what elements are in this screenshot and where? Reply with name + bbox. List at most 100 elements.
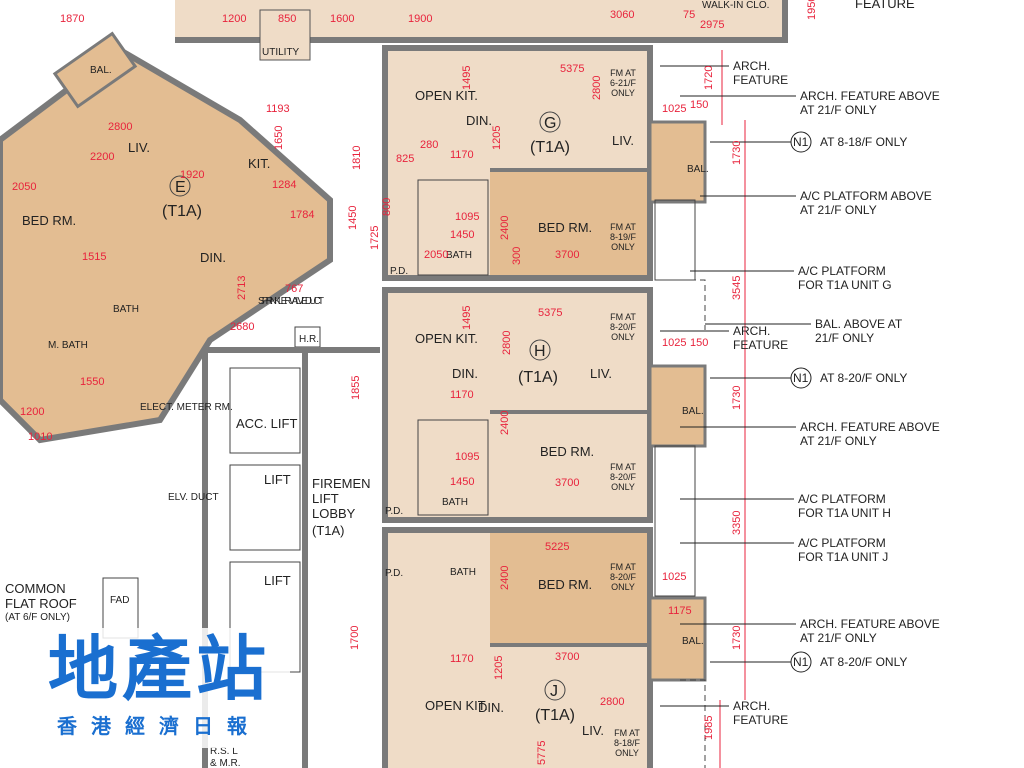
room-label: P.D. bbox=[385, 568, 403, 579]
fm-note-j-upper: FM AT 8-20/F ONLY bbox=[609, 562, 636, 592]
dimension-label: 1095 bbox=[455, 451, 479, 463]
mr-label: & M.R. bbox=[210, 758, 241, 768]
dimension-label: 2400 bbox=[499, 216, 511, 240]
dimension-label: 1095 bbox=[455, 211, 479, 223]
dimension-layer: 5375149512052800370024003001170109514508… bbox=[12, 0, 818, 765]
unit-j: OPEN KIT. DIN. LIV. BED RM. BATH P.D. BA… bbox=[382, 527, 707, 768]
room-label: OPEN KIT. bbox=[415, 88, 478, 103]
room-label: LIV. bbox=[582, 723, 604, 738]
logo-sub: 香港經濟日報 bbox=[57, 714, 261, 738]
dimension-label: 1450 bbox=[450, 229, 474, 241]
room-label: DIN. bbox=[452, 366, 478, 381]
annotation-text: ARCH.FEATURE bbox=[733, 699, 788, 727]
sprinkler-label: SPRINKLER VALVE DUCT bbox=[258, 296, 324, 307]
elect-label: ELECT. METER RM. bbox=[140, 402, 233, 413]
feature-top-label: FEATURE bbox=[855, 0, 915, 11]
roof-label: (AT 6/F ONLY) bbox=[5, 612, 70, 623]
room-label: BAL. bbox=[687, 164, 709, 175]
room-label: BATH bbox=[113, 304, 139, 315]
room-label: LIV. bbox=[128, 140, 150, 155]
dimension-label: 1205 bbox=[491, 126, 503, 150]
dimension-label: 2713 bbox=[236, 276, 248, 300]
unit-type: (T1A) bbox=[162, 203, 202, 220]
dimension-label: 2800 bbox=[600, 696, 624, 708]
room-label: LIV. bbox=[590, 366, 612, 381]
dimension-label: 767 bbox=[285, 283, 303, 295]
fm-note-h-upper: FM AT 8-20/F ONLY bbox=[609, 312, 636, 342]
dimension-label: 5375 bbox=[538, 307, 562, 319]
watermark-logo: 地產站 香港經濟日報 bbox=[28, 628, 290, 748]
dimension-label: 1170 bbox=[450, 389, 474, 401]
n1-marker-icon bbox=[790, 131, 812, 153]
acc-lift-label: ACC. LIFT bbox=[236, 416, 297, 431]
n1-marker-icon bbox=[790, 367, 812, 389]
dimension-label: 1730 bbox=[731, 626, 743, 650]
room-label: BED RM. bbox=[540, 444, 594, 459]
unit-type: (T1A) bbox=[518, 369, 558, 386]
dimension-label: 1784 bbox=[290, 209, 314, 221]
dimension-label: 1730 bbox=[731, 386, 743, 410]
dimension-label: 3350 bbox=[731, 511, 743, 535]
unit-id: J bbox=[550, 683, 558, 700]
dimension-label: 1725 bbox=[369, 226, 381, 250]
annotation-text: ARCH.FEATURE bbox=[733, 59, 788, 87]
dimension-label: 5225 bbox=[545, 541, 569, 553]
dimension-label: 1870 bbox=[60, 13, 84, 25]
fm-note-j-lower: FM AT 8-18/F ONLY bbox=[613, 728, 640, 758]
unit-type: (T1A) bbox=[535, 707, 575, 724]
annotation-text: AT 8-20/F ONLY bbox=[820, 371, 907, 385]
room-label: OPEN KIT. bbox=[415, 331, 478, 346]
fm-note-g-upper: FM AT 6-21/F ONLY bbox=[609, 68, 636, 98]
unit-type: (T1A) bbox=[530, 139, 570, 156]
dimension-label: 75 bbox=[683, 9, 695, 21]
dimension-label: 3700 bbox=[555, 477, 579, 489]
lift-label: LIFT bbox=[264, 472, 291, 487]
rs-label: R.S. L bbox=[210, 746, 238, 757]
wall-top bbox=[175, 0, 788, 43]
dimension-label: 1730 bbox=[731, 141, 743, 165]
dimension-label: 2050 bbox=[424, 249, 448, 261]
room-label: P.D. bbox=[390, 266, 408, 277]
dimension-label: 2975 bbox=[700, 19, 724, 31]
dimension-label: 1810 bbox=[351, 146, 363, 170]
room-label: LIV. bbox=[612, 133, 634, 148]
dimension-label: 5775 bbox=[536, 741, 548, 765]
annotation-tag: N1 bbox=[793, 655, 809, 669]
dimension-label: 1200 bbox=[20, 406, 44, 418]
dimension-label: 1920 bbox=[180, 169, 204, 181]
annotation-tag: N1 bbox=[793, 371, 809, 385]
lobby-label: LIFT bbox=[312, 491, 339, 506]
dimension-label: 1495 bbox=[461, 66, 473, 90]
dimension-label: 2400 bbox=[499, 411, 511, 435]
unit-g: OPEN KIT. DIN. LIV. BED RM. BATH P.D. BA… bbox=[382, 45, 709, 281]
dimension-label: 1205 bbox=[493, 656, 505, 680]
room-label: BED RM. bbox=[538, 577, 592, 592]
roof-label: FLAT ROOF bbox=[5, 596, 77, 611]
dimension-label: 5375 bbox=[560, 63, 584, 75]
room-label: DIN. bbox=[200, 250, 226, 265]
dimension-label: 800 bbox=[381, 198, 393, 216]
dimension-label: 2800 bbox=[108, 121, 132, 133]
room-label: BED RM. bbox=[22, 213, 76, 228]
dimension-label: 1650 bbox=[273, 126, 285, 150]
lobby-label: (T1A) bbox=[312, 523, 345, 538]
dimension-label: 150 bbox=[690, 99, 708, 111]
unit-h: OPEN KIT. DIN. LIV. BED RM. BATH P.D. BA… bbox=[382, 287, 707, 523]
lobby-label: FIREMEN bbox=[312, 476, 371, 491]
dimension-label: 1170 bbox=[450, 149, 474, 161]
facade-details bbox=[654, 50, 746, 768]
dimension-label: 1550 bbox=[80, 376, 104, 388]
annotation-text: AT 8-18/F ONLY bbox=[820, 135, 907, 149]
dimension-label: 1720 bbox=[703, 66, 715, 90]
unit-id: E bbox=[175, 179, 186, 196]
fm-note-g-lower: FM AT 8-19/F ONLY bbox=[609, 222, 636, 252]
dimension-label: 300 bbox=[511, 247, 523, 265]
dimension-label: 1175 bbox=[668, 605, 692, 617]
dimension-label: 3700 bbox=[555, 249, 579, 261]
dimension-label: 1450 bbox=[450, 476, 474, 488]
dimension-label: 2800 bbox=[501, 331, 513, 355]
